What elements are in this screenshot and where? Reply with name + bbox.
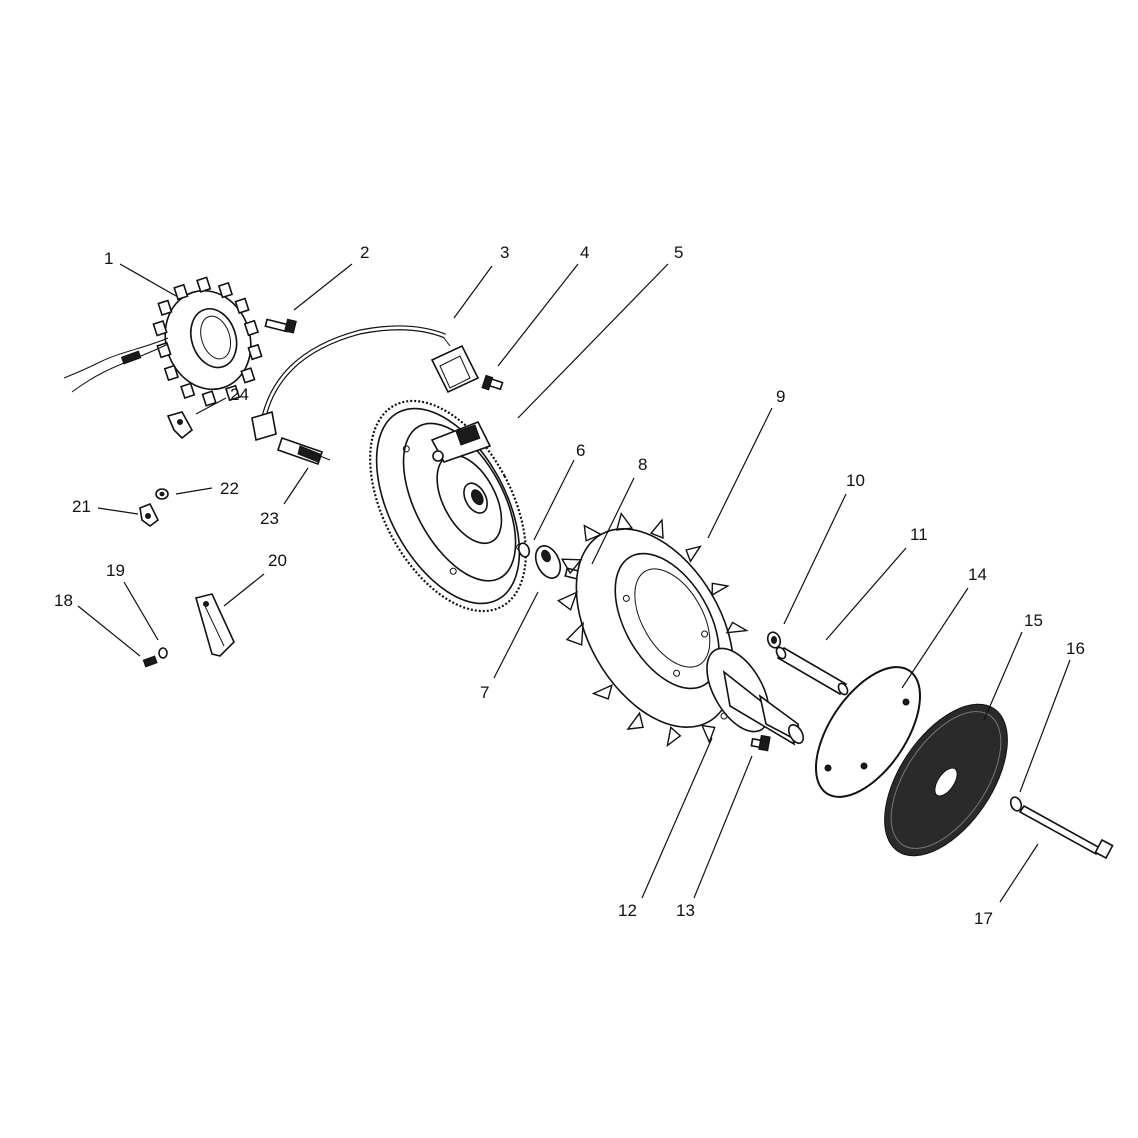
callout-5: 5 — [674, 243, 683, 262]
part-24-clamp — [166, 411, 194, 440]
callout-1: 1 — [104, 249, 113, 268]
part-2-screw — [264, 318, 297, 334]
part-20-bracket — [195, 593, 235, 657]
part-6-key — [517, 542, 531, 558]
callout-11: 11 — [910, 525, 928, 544]
part-11-spacer — [775, 646, 849, 696]
callout-10: 10 — [846, 471, 865, 490]
part-21-clip — [139, 502, 160, 527]
callout-24: 24 — [230, 385, 249, 404]
part-4-screw — [481, 374, 504, 391]
callout-17: 17 — [974, 909, 993, 928]
callout-7: 7 — [480, 683, 489, 702]
part-7-washer — [534, 545, 562, 579]
callout-13: 13 — [676, 901, 695, 920]
callout-15: 15 — [1024, 611, 1043, 630]
callout-21: 21 — [72, 497, 91, 516]
callout-14: 14 — [968, 565, 987, 584]
callout-22: 22 — [220, 479, 239, 498]
part-15-screen — [884, 703, 1008, 857]
part-17-long-bolt — [1018, 804, 1114, 860]
part-19-washer — [158, 647, 168, 659]
callout-9: 9 — [776, 387, 785, 406]
callout-numbers: 1 2 3 4 5 6 7 8 9 10 11 14 15 16 17 18 1… — [54, 243, 1085, 928]
callout-18: 18 — [54, 591, 73, 610]
leader-lines — [77, 263, 1071, 903]
callout-3: 3 — [500, 243, 509, 262]
callout-20: 20 — [268, 551, 287, 570]
part-12-drive-hub — [706, 647, 805, 746]
part-13-screw — [750, 734, 771, 752]
part-5-flywheel — [369, 399, 527, 613]
callout-12: 12 — [618, 901, 637, 920]
part-22-washer — [155, 488, 169, 500]
part-18-screw — [142, 655, 158, 668]
part-16-washer — [1009, 796, 1023, 812]
part-9-fan — [557, 511, 753, 748]
part-1-stator — [63, 276, 263, 407]
callout-19: 19 — [106, 561, 125, 580]
callout-4: 4 — [580, 243, 589, 262]
part-10-washer — [766, 631, 782, 649]
part-23-spark-plug — [276, 436, 331, 466]
part-14-retaining-ring — [814, 666, 922, 798]
callout-16: 16 — [1066, 639, 1085, 658]
callout-8: 8 — [638, 455, 647, 474]
part-3-ignition-module — [251, 325, 480, 442]
callout-2: 2 — [360, 243, 369, 262]
callout-6: 6 — [576, 441, 585, 460]
callout-23: 23 — [260, 509, 279, 528]
